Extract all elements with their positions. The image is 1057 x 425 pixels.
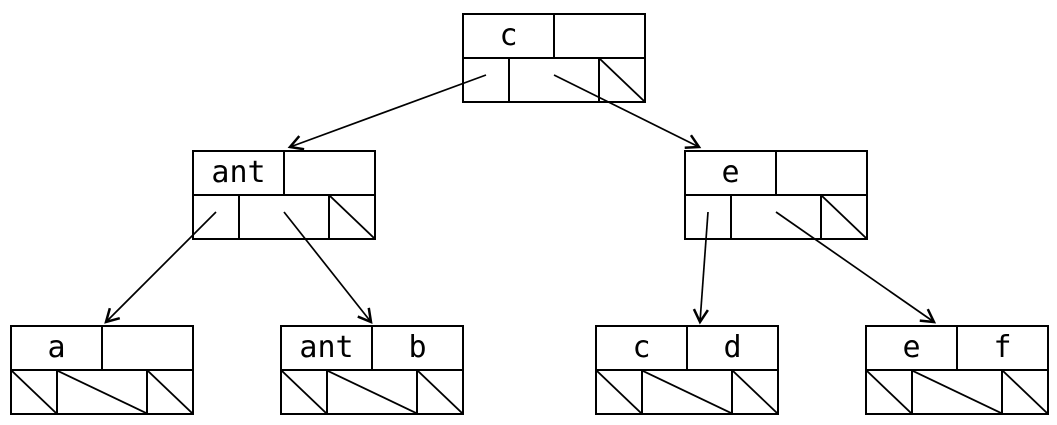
pointer-row xyxy=(194,196,374,238)
pointer-cell-null xyxy=(148,371,192,413)
pointer-row xyxy=(282,371,462,413)
pointer-cell xyxy=(240,196,330,238)
pointer-cell xyxy=(686,196,732,238)
key-cell: e xyxy=(686,152,777,194)
key-cell-empty xyxy=(285,152,374,194)
pointer-cell-null xyxy=(330,196,374,238)
key-cell-empty xyxy=(103,327,192,369)
key-cell-empty xyxy=(777,152,866,194)
pointer-row xyxy=(597,371,777,413)
null-slash-icon xyxy=(282,371,326,413)
tree-node-e: e xyxy=(684,150,868,240)
tree-leaf-e-f: e f xyxy=(865,325,1049,415)
pointer-row xyxy=(12,371,192,413)
null-slash-icon xyxy=(12,371,56,413)
key-row: ant xyxy=(194,152,374,196)
null-slash-icon xyxy=(822,196,866,238)
pointer-cell-null xyxy=(643,371,733,413)
pointer-row xyxy=(464,59,644,101)
pointer-cell-null xyxy=(418,371,462,413)
pointer-cell xyxy=(510,59,600,101)
pointer-cell-null xyxy=(58,371,148,413)
key-cell: d xyxy=(723,330,742,365)
key-row: a xyxy=(12,327,192,371)
key-cell: b xyxy=(408,330,427,365)
pointer-cell-null xyxy=(867,371,913,413)
null-slash-icon xyxy=(867,371,911,413)
tree-node-root: c xyxy=(462,13,646,103)
key-cell-empty xyxy=(555,15,644,57)
tree-leaf-c-d: c d xyxy=(595,325,779,415)
key-row: e xyxy=(686,152,866,196)
key-row: ant b xyxy=(282,327,462,371)
tree-node-ant: ant xyxy=(192,150,376,240)
null-slash-icon xyxy=(1003,371,1047,413)
key-cell: ant xyxy=(282,327,373,369)
pointer-cell-null xyxy=(913,371,1003,413)
pointer-cell-null xyxy=(822,196,866,238)
pointer-cell-null xyxy=(282,371,328,413)
null-slash-icon xyxy=(733,371,777,413)
null-slash-icon xyxy=(328,371,416,413)
null-slash-icon xyxy=(148,371,192,413)
pointer-cell-null xyxy=(733,371,777,413)
pointer-cell xyxy=(732,196,822,238)
pointer-row xyxy=(867,371,1047,413)
tree-leaf-a: a xyxy=(10,325,194,415)
null-slash-icon xyxy=(600,59,644,101)
tree-leaf-ant-b: ant b xyxy=(280,325,464,415)
pointer-row xyxy=(686,196,866,238)
null-slash-icon xyxy=(597,371,641,413)
key-cell: c xyxy=(597,327,688,369)
null-slash-icon xyxy=(418,371,462,413)
pointer-cell-null xyxy=(600,59,644,101)
pointer-cell-null xyxy=(328,371,418,413)
null-slash-icon xyxy=(330,196,374,238)
pointer-cell-null xyxy=(1003,371,1047,413)
key-row: c d xyxy=(597,327,777,371)
null-slash-icon xyxy=(913,371,1001,413)
pointer-cell-null xyxy=(12,371,58,413)
null-slash-icon xyxy=(58,371,146,413)
pointer-cell xyxy=(464,59,510,101)
key-cell: a xyxy=(12,327,103,369)
null-slash-icon xyxy=(643,371,731,413)
edge-root-to-ant xyxy=(287,74,487,151)
key-cell: f xyxy=(993,330,1012,365)
key-cell: ant xyxy=(194,152,285,194)
key-cell: e xyxy=(867,327,958,369)
key-cell: c xyxy=(464,15,555,57)
key-row: c xyxy=(464,15,644,59)
pointer-cell xyxy=(194,196,240,238)
pointer-cell-null xyxy=(597,371,643,413)
key-row: e f xyxy=(867,327,1047,371)
